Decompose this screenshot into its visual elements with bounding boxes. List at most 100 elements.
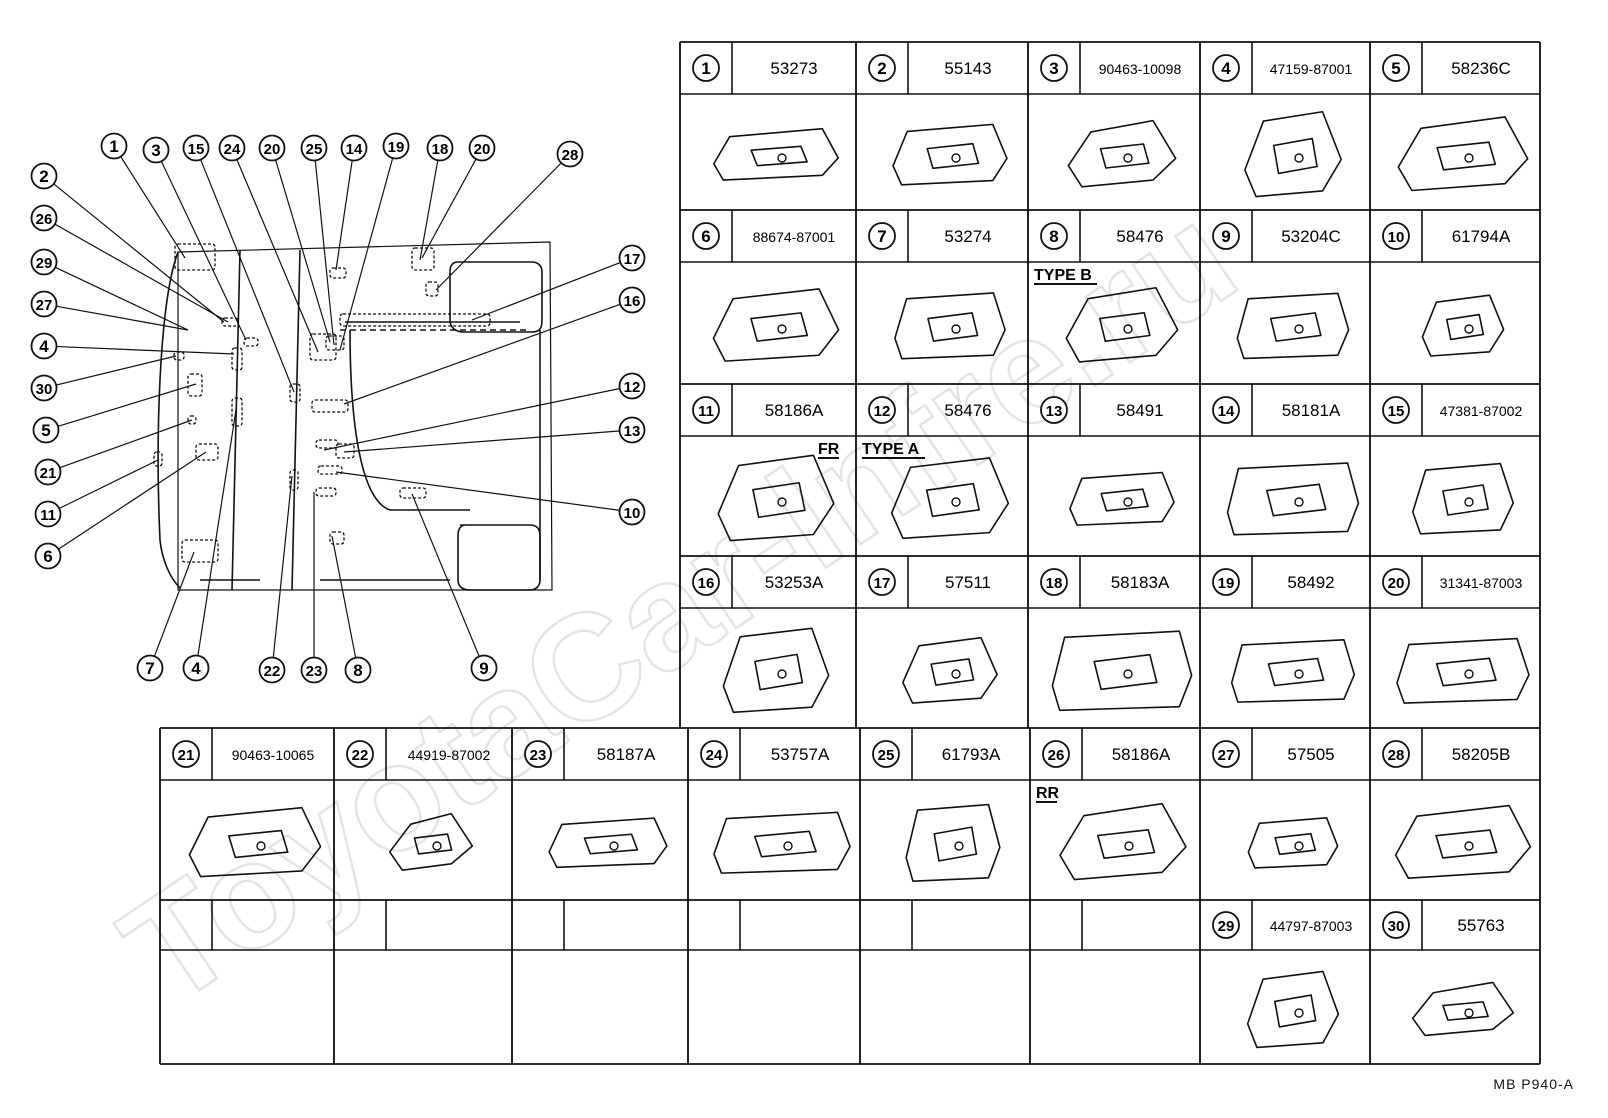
- part-ref-number: 7: [877, 227, 886, 246]
- leader-line: [200, 159, 295, 393]
- part-ref-number: 11: [698, 403, 714, 420]
- leader-line: [335, 160, 353, 271]
- callout-14: 14: [340, 134, 368, 162]
- part-sketch-hole: [1294, 153, 1304, 163]
- leader-line: [335, 471, 620, 511]
- part-number: 53757A: [771, 745, 830, 764]
- part-sketch: [712, 127, 840, 181]
- leader-line: [343, 303, 620, 405]
- part-sketch: [548, 817, 668, 869]
- callout-circle: [618, 498, 646, 526]
- part-ref-number: 5: [1391, 59, 1400, 78]
- callout-circle: [382, 132, 410, 160]
- part-ref-number: 18: [1046, 575, 1063, 592]
- callout-19: 19: [382, 132, 410, 160]
- callout-number: 22: [264, 663, 281, 680]
- part-ref-circle: [868, 568, 896, 596]
- part-ref-circle: [1212, 740, 1240, 768]
- callout-number: 26: [36, 211, 53, 228]
- part-ref-number: 10: [1388, 229, 1405, 246]
- callout-circle: [556, 140, 584, 168]
- callout-circle: [136, 654, 164, 682]
- leader-line: [60, 419, 193, 469]
- part-ref-circle: [1040, 396, 1068, 424]
- callout-number: 13: [624, 423, 641, 440]
- part-location-marker: [311, 399, 349, 413]
- part-number: 57511: [945, 573, 991, 592]
- callout-number: 1: [109, 137, 118, 156]
- part-ref-number: 14: [1218, 403, 1235, 420]
- callout-29: 29: [30, 248, 58, 276]
- part-sketch: [892, 123, 1008, 186]
- part-location-marker: [243, 337, 259, 347]
- part-ref-number: 20: [1388, 575, 1405, 592]
- part-location-marker: [425, 281, 439, 297]
- part-sketch: [1397, 116, 1529, 192]
- part-cell-22: 22 44919-87002: [346, 740, 491, 871]
- leader-line: [272, 475, 293, 658]
- part-sketch: [1247, 817, 1339, 869]
- callout-circle: [470, 654, 498, 682]
- part-ref-number: 22: [352, 747, 369, 764]
- part-ref-number: 19: [1218, 575, 1235, 592]
- part-ref-circle: [524, 740, 552, 768]
- leader-line: [419, 160, 439, 261]
- part-number: 57505: [1287, 745, 1334, 764]
- part-number: 58491: [1116, 401, 1163, 420]
- part-ref-circle: [1382, 740, 1410, 768]
- part-sketch-hole: [432, 841, 442, 851]
- callout-22: 22: [258, 656, 286, 684]
- part-sketch-hole: [1464, 324, 1474, 334]
- part-ref-circle: [868, 222, 896, 250]
- callout-23: 23: [300, 656, 328, 684]
- part-number: 88674-87001: [753, 229, 836, 245]
- part-location-marker: [187, 373, 203, 397]
- callout-20: 20: [468, 134, 496, 162]
- part-ref-number: 15: [1388, 403, 1405, 420]
- callout-circle: [618, 244, 646, 272]
- part-location-marker: [411, 247, 435, 271]
- leader-line: [435, 162, 562, 291]
- callout-circle: [258, 134, 286, 162]
- part-number: 90463-10098: [1099, 61, 1182, 77]
- part-location-marker: [289, 383, 301, 403]
- part-sketch-hole: [1294, 669, 1304, 679]
- callout-circle: [340, 134, 368, 162]
- part-ref-number: 27: [1218, 747, 1235, 764]
- part-sketch-hole: [1464, 153, 1474, 163]
- callout-number: 14: [346, 141, 363, 158]
- part-note: TYPE B: [1034, 267, 1092, 284]
- part-number: 58205B: [1452, 745, 1511, 764]
- callout-30: 30: [30, 374, 58, 402]
- callout-6: 6: [34, 542, 62, 570]
- part-location-marker: [339, 313, 491, 327]
- part-sketch-hole: [256, 841, 266, 851]
- part-ref-circle: [868, 396, 896, 424]
- callout-number: 19: [388, 139, 405, 156]
- callout-circle: [218, 134, 246, 162]
- part-number: 44919-87002: [408, 747, 491, 763]
- callout-number: 29: [36, 255, 53, 272]
- part-sketch: [1226, 462, 1360, 536]
- part-location-marker: [231, 397, 243, 427]
- callout-circle: [34, 500, 62, 528]
- part-ref-number: 29: [1218, 918, 1235, 935]
- part-number: 53273: [770, 59, 817, 78]
- leader-line: [411, 493, 480, 657]
- callout-4: 4: [182, 654, 210, 682]
- part-sketch-hole: [783, 841, 793, 851]
- part-ref-circle: [1212, 396, 1240, 424]
